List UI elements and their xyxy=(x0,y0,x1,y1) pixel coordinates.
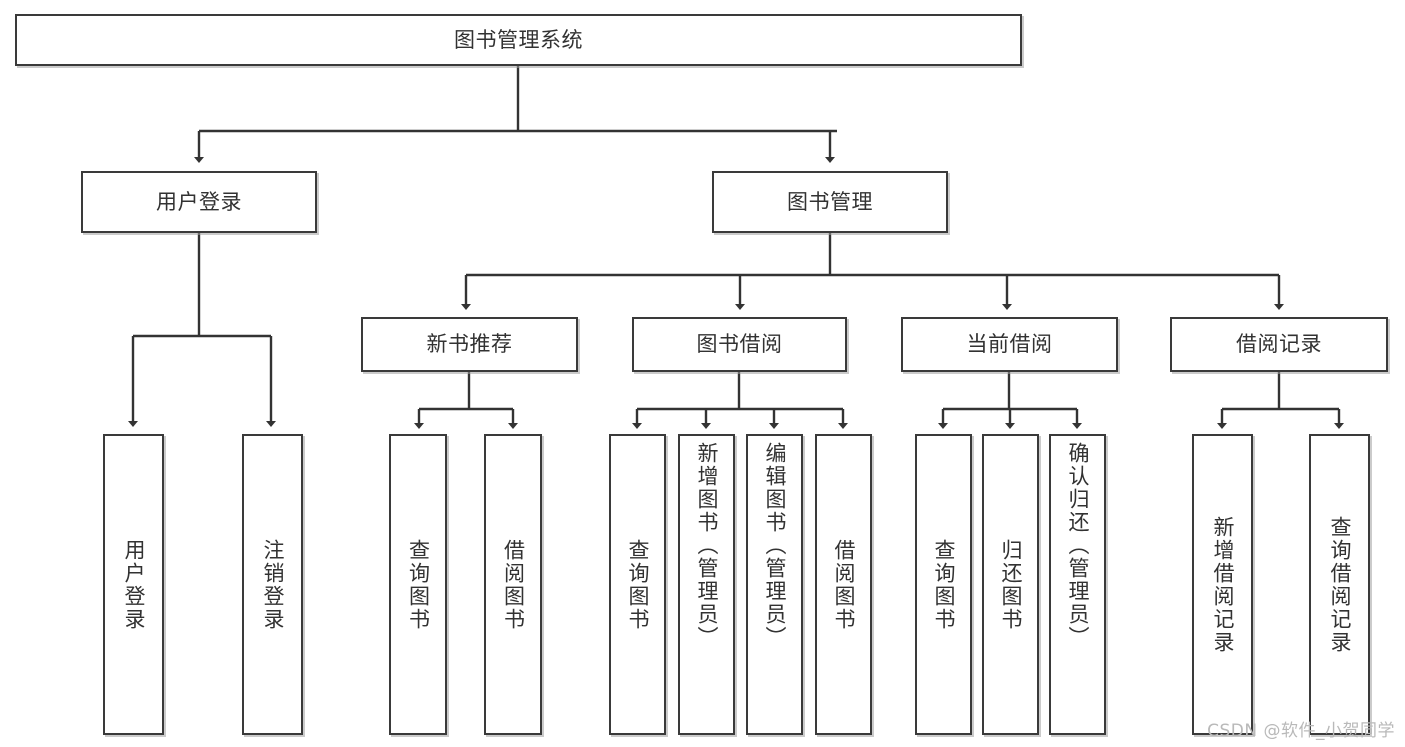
node-borrow-record-label: 借阅记录 xyxy=(1236,332,1322,357)
leaf-borrow-query-book[interactable]: 查询图书 xyxy=(609,434,666,735)
leaf-return-book-label: 归还图书 xyxy=(998,538,1023,631)
node-user-login[interactable]: 用户登录 xyxy=(81,171,317,233)
node-book-borrow-label: 图书借阅 xyxy=(696,332,783,357)
leaf-add-book-admin[interactable]: 新增图书（管理员） xyxy=(678,434,735,735)
leaf-borrow-book[interactable]: 借阅图书 xyxy=(815,434,872,735)
leaf-borrow-book-label: 借阅图书 xyxy=(831,538,856,631)
leaf-edit-book-admin[interactable]: 编辑图书（管理员） xyxy=(746,434,803,735)
leaf-user-login[interactable]: 用户登录 xyxy=(103,434,164,735)
node-new-book-recommend[interactable]: 新书推荐 xyxy=(361,317,578,372)
leaf-rec-query-book-label: 查询图书 xyxy=(406,538,431,631)
leaf-confirm-return-admin-label: 确认归还（管理员） xyxy=(1065,442,1090,649)
leaf-rec-borrow-book[interactable]: 借阅图书 xyxy=(484,434,542,735)
leaf-current-query-book[interactable]: 查询图书 xyxy=(915,434,972,735)
leaf-add-borrow-record[interactable]: 新增借阅记录 xyxy=(1192,434,1253,735)
leaf-return-book[interactable]: 归还图书 xyxy=(982,434,1039,735)
leaf-logout-label: 注销登录 xyxy=(260,538,285,631)
leaf-add-book-admin-label: 新增图书（管理员） xyxy=(694,442,719,649)
leaf-logout[interactable]: 注销登录 xyxy=(242,434,303,735)
leaf-query-borrow-record-label: 查询借阅记录 xyxy=(1327,515,1352,654)
node-book-management[interactable]: 图书管理 xyxy=(712,171,948,233)
node-book-borrow[interactable]: 图书借阅 xyxy=(632,317,847,372)
node-user-login-label: 用户登录 xyxy=(156,189,242,214)
leaf-borrow-query-book-label: 查询图书 xyxy=(625,538,650,631)
node-current-borrow[interactable]: 当前借阅 xyxy=(901,317,1118,372)
node-new-book-recommend-label: 新书推荐 xyxy=(426,332,513,357)
node-current-borrow-label: 当前借阅 xyxy=(966,332,1053,357)
leaf-current-query-book-label: 查询图书 xyxy=(931,538,956,631)
leaf-rec-query-book[interactable]: 查询图书 xyxy=(389,434,447,735)
leaf-query-borrow-record[interactable]: 查询借阅记录 xyxy=(1309,434,1370,735)
node-root[interactable]: 图书管理系统 xyxy=(15,14,1022,66)
node-book-management-label: 图书管理 xyxy=(787,189,873,214)
leaf-edit-book-admin-label: 编辑图书（管理员） xyxy=(762,442,787,649)
leaf-add-borrow-record-label: 新增借阅记录 xyxy=(1210,515,1235,654)
leaf-user-login-label: 用户登录 xyxy=(121,538,146,631)
leaf-confirm-return-admin[interactable]: 确认归还（管理员） xyxy=(1049,434,1106,735)
leaf-rec-borrow-book-label: 借阅图书 xyxy=(501,538,526,631)
node-root-label: 图书管理系统 xyxy=(454,27,583,52)
node-borrow-record[interactable]: 借阅记录 xyxy=(1170,317,1388,372)
watermark: CSDN @软件_小贺同学 xyxy=(1207,721,1395,741)
